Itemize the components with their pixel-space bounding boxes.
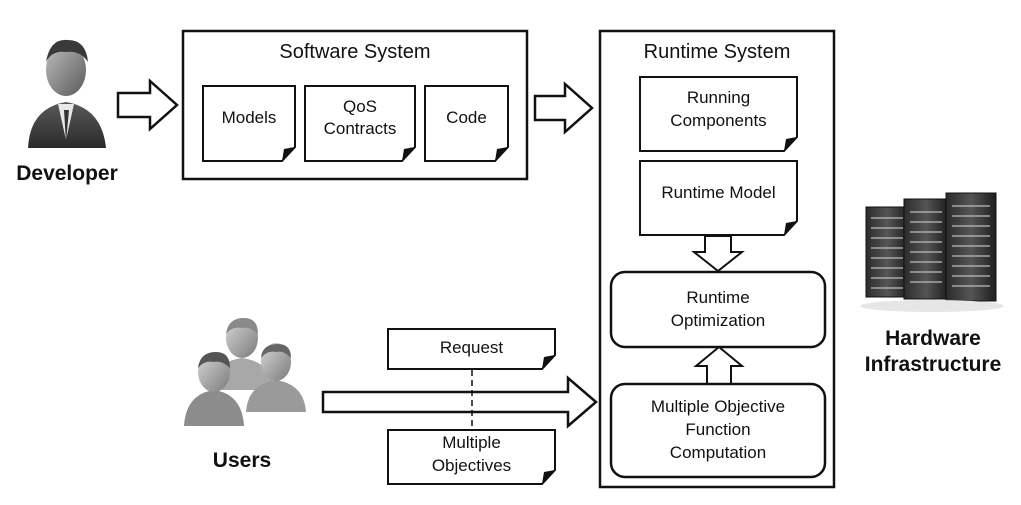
mofc-line3: Computation (669, 443, 767, 462)
models-label: Models (221, 108, 277, 127)
runtime-optimization-box (609, 270, 827, 349)
runtime-optimization-line2: Optimization (670, 311, 766, 330)
users-label: Users (212, 449, 272, 472)
users-to-computation-arrow (321, 375, 598, 429)
developer-person-icon (28, 39, 106, 148)
code-label: Code (446, 108, 487, 127)
multiple-objectives-line2: Objectives (431, 456, 512, 475)
mofc-box (609, 382, 827, 479)
qos-label-line2: Contracts (323, 119, 397, 138)
running-components-line2: Components (670, 111, 767, 130)
computation-to-optimization-arrow (693, 345, 745, 385)
hardware-label-line2: Infrastructure (864, 353, 1002, 376)
developer-label: Developer (16, 162, 118, 185)
software-system-title: Software System (279, 41, 431, 63)
model-to-optimization-arrow (691, 235, 745, 273)
runtime-system-title: Runtime System (643, 41, 791, 63)
mofc-line2: Function (685, 420, 751, 439)
users-group-icon (184, 318, 306, 426)
hardware-label-line1: Hardware (885, 327, 981, 350)
multiple-objectives-line1: Multiple (442, 433, 501, 452)
software-to-runtime-arrow (533, 81, 594, 135)
runtime-optimization-line1: Runtime (686, 288, 750, 307)
runtime-model-label: Runtime Model (661, 183, 776, 202)
server-rack-icon (860, 192, 1004, 312)
mofc-line1: Multiple Objective (650, 397, 786, 416)
request-label: Request (439, 338, 504, 357)
qos-label-line1: QoS (342, 97, 378, 116)
running-components-line1: Running (686, 88, 751, 107)
developer-to-software-arrow (116, 78, 179, 132)
